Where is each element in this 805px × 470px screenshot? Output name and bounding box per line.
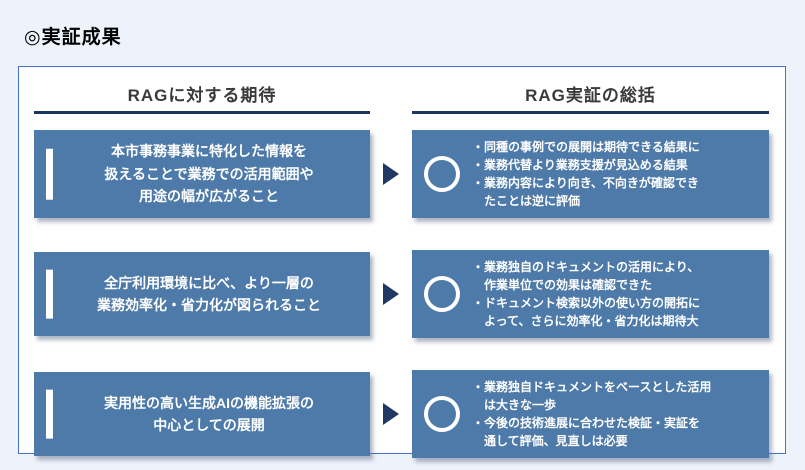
result-bullet: ・今後の技術進展に合わせた検証・実証を 通して評価、見直しは必要 [472, 416, 701, 448]
right-header-underline [412, 111, 769, 114]
circle-icon [424, 156, 460, 192]
expectation-box: 本市事務事業に特化した情報を 扱えることで業務での活用範囲や 用途の幅が広がるこ… [34, 130, 370, 218]
result-list: ・同種の事例での展開は期待できる結果に・業務代替より業務支援が見込める結果・業務… [472, 138, 700, 210]
expectation-text: 全庁利用環境に比べ、より一層の 業務効率化・省力化が図られること [97, 274, 321, 313]
result-bullet: ・業務独自のドキュメントの活用により、 作業単位での効果は確認できた [472, 260, 700, 292]
arrow-triangle [383, 283, 399, 305]
results-panel: RAGに対する期待 RAG実証の総括 本市事務事業に特化した情報を 扱えることで… [18, 66, 786, 458]
vertical-bar-icon [46, 269, 53, 319]
result-bullet: ・ドキュメント検索以外の使い方の開拓に よって、さらに効率化・省力化は期待大 [472, 296, 701, 328]
arrow-icon [370, 372, 412, 456]
circle-icon [424, 276, 460, 312]
result-box: ・業務独自のドキュメントの活用により、 作業単位での効果は確認できた・ドキュメン… [412, 250, 769, 338]
result-list: ・業務独自のドキュメントの活用により、 作業単位での効果は確認できた・ドキュメン… [472, 258, 700, 330]
right-column-header: RAG実証の総括 [412, 81, 769, 114]
vertical-bar-icon [46, 148, 53, 200]
column-headers: RAGに対する期待 RAG実証の総括 [34, 81, 770, 114]
left-column-header-label: RAGに対する期待 [127, 86, 277, 105]
arrow-icon [370, 252, 412, 336]
row-2: 全庁利用環境に比べ、より一層の 業務効率化・省力化が図られること ・業務独自のド… [34, 250, 770, 338]
arrow-icon [370, 132, 412, 216]
expectation-text: 実用性の高い生成AIの機能拡張の 中心としての展開 [104, 394, 314, 433]
expectation-box: 全庁利用環境に比べ、より一層の 業務効率化・省力化が図られること [34, 252, 370, 336]
result-list: ・業務独自ドキュメントをベースとした活用 は大きな一歩・今後の技術進展に合わせた… [472, 378, 711, 450]
arrow-triangle [383, 403, 399, 425]
expectation-box: 実用性の高い生成AIの機能拡張の 中心としての展開 [34, 372, 370, 456]
vertical-bar-icon [46, 389, 53, 439]
circle-icon [424, 396, 460, 432]
result-bullet: ・業務独自ドキュメントをベースとした活用 は大きな一歩 [472, 380, 712, 412]
rows: 本市事務事業に特化した情報を 扱えることで業務での活用範囲や 用途の幅が広がるこ… [34, 130, 770, 458]
result-box: ・業務独自ドキュメントをベースとした活用 は大きな一歩・今後の技術進展に合わせた… [412, 370, 769, 458]
row-3: 実用性の高い生成AIの機能拡張の 中心としての展開 ・業務独自ドキュメントをベー… [34, 370, 770, 458]
result-bullet: ・同種の事例での展開は期待できる結果に [472, 140, 700, 154]
result-bullet: ・業務代替より業務支援が見込める結果 [472, 158, 688, 172]
row-1: 本市事務事業に特化した情報を 扱えることで業務での活用範囲や 用途の幅が広がるこ… [34, 130, 770, 218]
left-header-underline [34, 111, 370, 114]
result-bullet: ・業務内容により向き、不向きが確認でき たことは逆に評価 [472, 176, 699, 208]
left-column-header: RAGに対する期待 [34, 81, 370, 114]
right-column-header-label: RAG実証の総括 [525, 86, 656, 105]
arrow-triangle [383, 163, 399, 185]
expectation-text: 本市事務事業に特化した情報を 扱えることで業務での活用範囲や 用途の幅が広がるこ… [104, 143, 314, 205]
page-title: ◎実証成果 [24, 27, 122, 48]
result-box: ・同種の事例での展開は期待できる結果に・業務代替より業務支援が見込める結果・業務… [412, 130, 769, 218]
